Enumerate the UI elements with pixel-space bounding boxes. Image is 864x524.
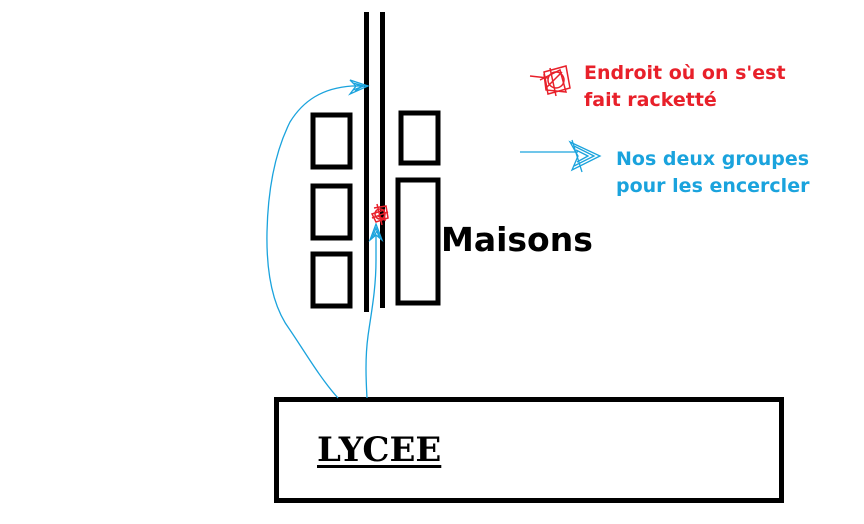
house-left-1 [310,112,353,170]
legend-our-groups-line1: Nos deux groupes [616,148,810,170]
legend-red-marker [529,65,571,97]
racket-marker-street [370,203,389,226]
legend-our-groups-line2: pour les encercler [616,175,810,197]
houses-right [395,110,441,306]
group-route-street [365,236,377,399]
houses-left [310,112,353,309]
legend-racket-place-line2: fait racketté [584,89,717,111]
school-label: LYCEE [317,430,442,470]
legend-racket-place-line1: Endroit où on s'est [584,62,786,84]
group-marker-street [368,222,384,243]
legend-our-groups-text: Nos deux groupes pour les encercler [616,146,809,200]
houses-label: Maisons [441,220,593,259]
group-route-left [266,85,353,399]
legend-racket-place-text: Endroit où on s'est fait racketté [584,60,786,114]
house-right-1 [398,110,441,166]
house-left-2 [310,183,353,241]
house-right-2 [395,177,441,306]
house-left-3 [310,251,353,309]
school-building [274,397,784,503]
group-marker-top [347,79,370,96]
legend-blue-marker [520,139,602,173]
street [364,12,385,312]
